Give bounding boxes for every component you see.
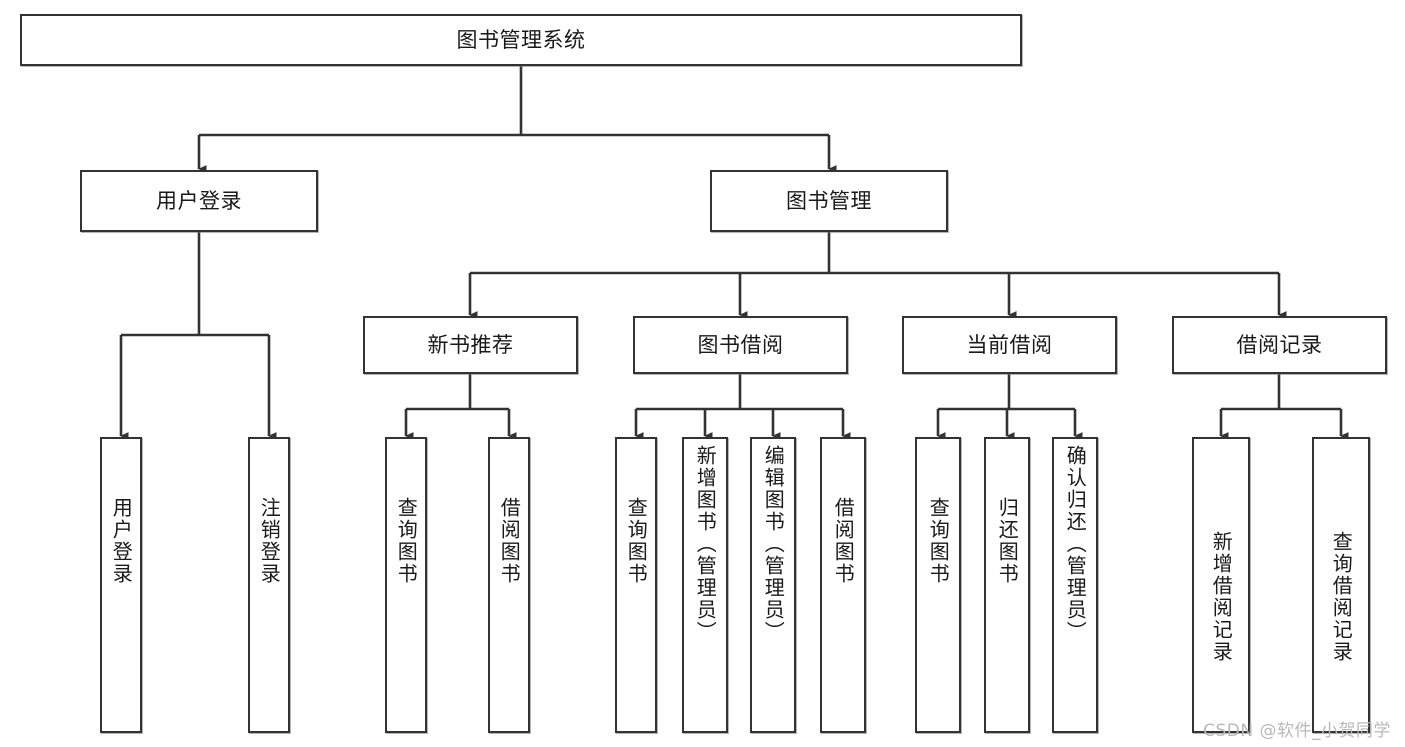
- node-current-borrow[interactable]: 当前借阅: [902, 316, 1117, 374]
- node-label: 归还图书: [995, 497, 1020, 585]
- node-leaf-borrow-book-rec[interactable]: 借阅图书: [488, 437, 530, 733]
- node-label: 注销登录: [257, 497, 282, 585]
- node-leaf-query-book-cur[interactable]: 查询图书: [915, 437, 961, 733]
- node-leaf-borrow-book[interactable]: 借阅图书: [820, 437, 866, 733]
- node-label: 用户登录: [109, 497, 134, 585]
- node-label: 用户登录: [156, 188, 242, 213]
- node-label: 查询图书: [926, 497, 951, 585]
- node-label: 编辑图书（管理员）: [761, 445, 786, 643]
- connector-lines: [119, 66, 1349, 440]
- node-borrow-record[interactable]: 借阅记录: [1172, 316, 1387, 374]
- node-label: 借阅图书: [497, 497, 522, 585]
- node-root[interactable]: 图书管理系统: [20, 14, 1022, 66]
- node-label: 新增借阅记录: [1209, 531, 1234, 663]
- node-label: 图书借阅: [697, 332, 784, 357]
- node-label: 图书管理系统: [456, 27, 586, 52]
- node-label: 借阅图书: [831, 497, 856, 585]
- node-new-book-rec[interactable]: 新书推荐: [363, 316, 578, 374]
- node-leaf-confirm-return[interactable]: 确认归还（管理员）: [1052, 437, 1098, 733]
- node-label: 当前借阅: [966, 332, 1053, 357]
- node-leaf-query-book-rec[interactable]: 查询图书: [385, 437, 427, 733]
- node-label: 借阅记录: [1236, 332, 1323, 357]
- node-user-login[interactable]: 用户登录: [80, 170, 318, 232]
- node-leaf-query-record[interactable]: 查询借阅记录: [1312, 437, 1370, 733]
- node-leaf-logout[interactable]: 注销登录: [248, 437, 290, 733]
- node-label: 图书管理: [786, 188, 872, 213]
- node-leaf-edit-book[interactable]: 编辑图书（管理员）: [750, 437, 796, 733]
- node-leaf-return-book[interactable]: 归还图书: [984, 437, 1030, 733]
- node-leaf-add-record[interactable]: 新增借阅记录: [1192, 437, 1250, 733]
- node-leaf-user-login[interactable]: 用户登录: [100, 437, 142, 733]
- node-book-manage[interactable]: 图书管理: [710, 170, 948, 232]
- node-label: 查询借阅记录: [1329, 531, 1354, 663]
- node-label: 查询图书: [394, 497, 419, 585]
- node-label: 新书推荐: [427, 332, 514, 357]
- node-leaf-add-book[interactable]: 新增图书（管理员）: [682, 437, 728, 733]
- node-book-borrow[interactable]: 图书借阅: [633, 316, 848, 374]
- node-leaf-query-book[interactable]: 查询图书: [615, 437, 657, 733]
- node-label: 新增图书（管理员）: [693, 445, 718, 643]
- node-label: 查询图书: [624, 497, 649, 585]
- node-label: 确认归还（管理员）: [1063, 445, 1088, 643]
